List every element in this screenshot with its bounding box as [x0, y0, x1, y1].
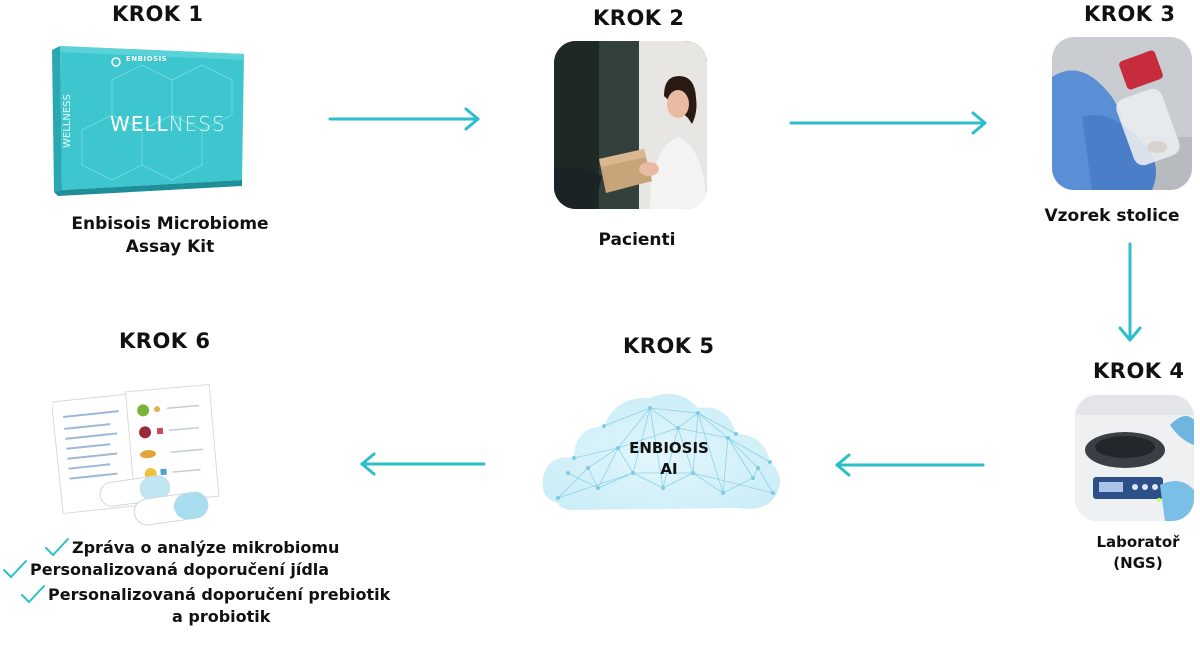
step-1-title: KROK 1 [112, 2, 204, 26]
step-4-title: KROK 4 [1093, 359, 1185, 383]
result-item-1: Zpráva o analýze mikrobiomu [44, 537, 339, 557]
step-3-title: KROK 3 [1084, 2, 1176, 26]
step-4-caption: Laboratoř (NGS) [1096, 533, 1180, 572]
wellness-kit-image: ENBIOSIS WELLNESS WELLNESS [52, 40, 252, 200]
cloud-label: ENBIOSIS AI [629, 439, 709, 478]
arrow-left-icon [360, 452, 486, 476]
step-2-caption: Pacienti [598, 230, 676, 250]
step-3-caption: Vzorek stolice [1044, 206, 1180, 226]
arrow-down-icon [1118, 242, 1142, 342]
step-1-caption: Enbisois Microbiome Assay Kit [71, 214, 269, 257]
centrifuge-photo [1075, 395, 1194, 521]
ai-cloud-graphic: ENBIOSIS AI [538, 378, 788, 528]
checkmark-icon [3, 560, 27, 578]
arrow-right-icon [328, 107, 480, 131]
step-5-title: KROK 5 [623, 334, 715, 358]
stool-sample-photo [1052, 37, 1192, 190]
checkmark-icon [21, 585, 45, 603]
patient-photo [554, 41, 707, 209]
result-item-2: Personalizovaná doporučení jídla [2, 559, 329, 579]
result-item-3-continued: a probiotik [172, 607, 271, 626]
checkmark-icon [45, 538, 69, 556]
arrow-right-icon [789, 111, 987, 135]
step-6-title: KROK 6 [119, 329, 211, 353]
step-2-title: KROK 2 [593, 6, 685, 30]
report-and-capsules-image [50, 382, 227, 527]
box-side-label: WELLNESS [62, 94, 73, 148]
box-wellness-label: WELLNESS [110, 112, 226, 136]
arrow-left-icon [835, 453, 985, 477]
result-item-3: Personalizovaná doporučení prebiotik [20, 584, 390, 604]
box-brand-label: ENBIOSIS [126, 55, 168, 63]
